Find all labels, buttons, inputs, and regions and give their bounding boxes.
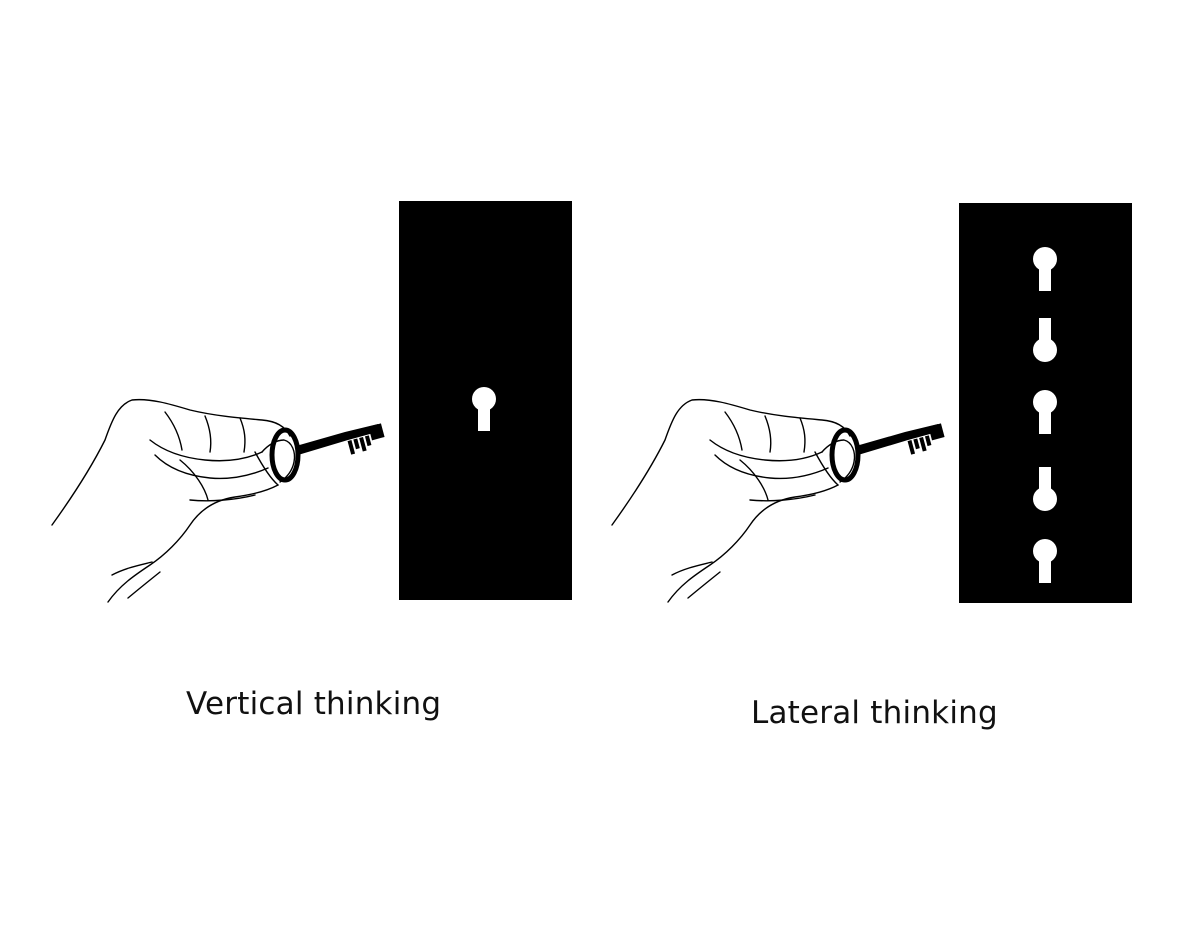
- hand-holding-key-icon: [52, 400, 385, 602]
- lateral-thinking-caption: Lateral thinking: [751, 695, 998, 731]
- hand-holding-key-icon: [612, 400, 945, 602]
- vertical-thinking-panel: [52, 201, 572, 602]
- vertical-thinking-caption: Vertical thinking: [186, 686, 442, 722]
- lateral-thinking-panel: [612, 203, 1132, 603]
